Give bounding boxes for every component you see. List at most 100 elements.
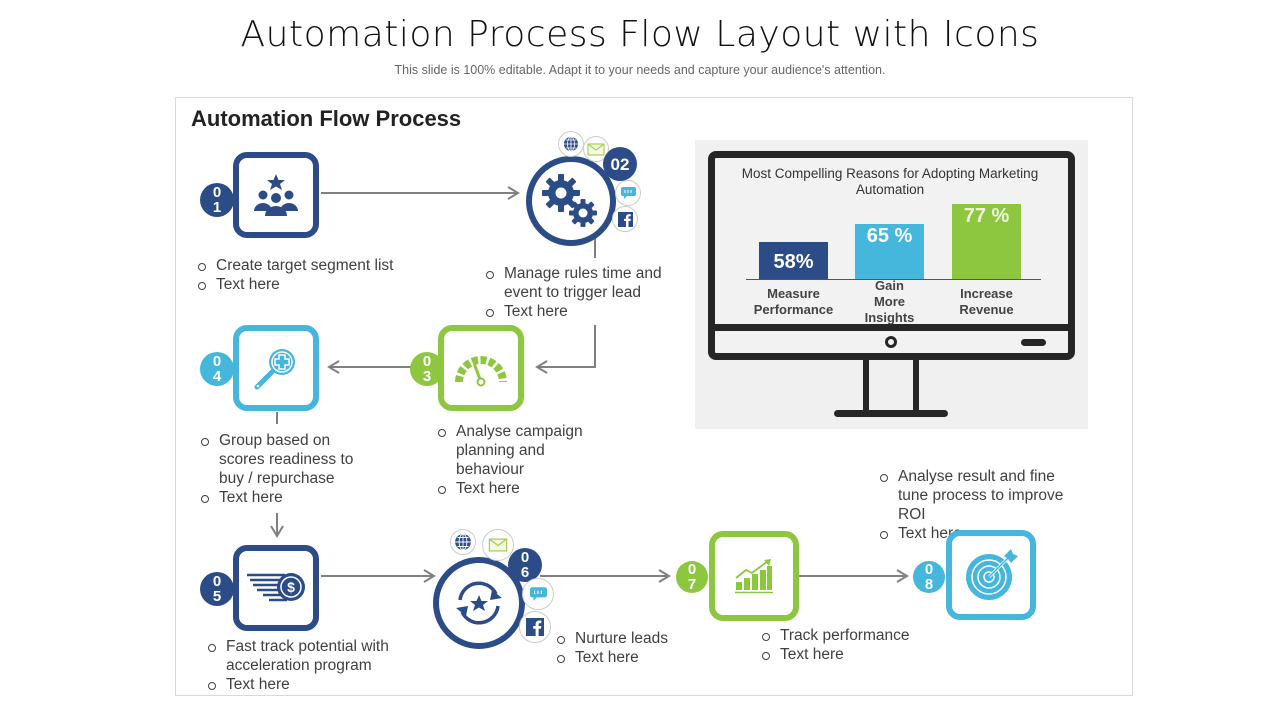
chart-bar: 58% <box>759 242 828 279</box>
globe-channel <box>450 529 476 555</box>
step-description: Fast track potential with acceleration p… <box>208 637 418 694</box>
cycle-star-icon <box>456 581 502 625</box>
step-description: Analyse result and fine tune process to … <box>880 467 1080 543</box>
bullet-item: Analyse campaign planning and behaviour <box>438 422 608 479</box>
connector-2-3-vertical <box>594 238 596 258</box>
step-number-badge: 02 <box>603 147 637 181</box>
step-description: Create target segment list Text here <box>198 256 438 294</box>
slide-subtitle: This slide is 100% editable. Adapt it to… <box>394 63 886 77</box>
fast-money-icon: $ <box>247 573 305 602</box>
chart-category-label: Gain More Insights <box>864 278 915 325</box>
svg-text:$: $ <box>287 579 295 595</box>
monitor-divider <box>708 324 1075 331</box>
connector-6-7 <box>540 575 668 577</box>
step-icon-box <box>709 531 799 621</box>
monitor-stand-base <box>834 410 948 417</box>
magnifier-plus-icon <box>254 349 295 390</box>
step-description: Manage rules time and event to trigger l… <box>486 264 676 321</box>
chart-bar: 77 % <box>952 204 1021 279</box>
bullet-item: Text here <box>438 479 608 498</box>
chart-category-label: Measure Performance <box>753 286 834 317</box>
connector-2-3-horizontal <box>538 366 596 368</box>
team-star-icon <box>254 174 298 216</box>
connector-2-3-vertical-lower <box>594 325 596 367</box>
step-description: Analyse campaign planning and behaviour … <box>438 422 608 498</box>
connector-1-2 <box>321 192 517 194</box>
arrowhead-icon <box>658 569 671 583</box>
bullet-item: Fast track potential with acceleration p… <box>208 637 418 675</box>
mail-icon <box>587 142 605 156</box>
connector-4-5-top <box>276 412 278 424</box>
monitor-stand-left <box>863 360 869 412</box>
step-icon-box <box>233 325 319 411</box>
step-icon-box <box>233 152 319 238</box>
globe-channel <box>558 131 584 157</box>
chart-value-label: 77 % <box>963 205 1010 227</box>
bullet-item: Manage rules time and event to trigger l… <box>486 264 676 302</box>
step-icon-box <box>946 530 1036 620</box>
arrowhead-icon <box>535 360 548 374</box>
arrowhead-icon <box>896 569 909 583</box>
facebook-channel <box>519 611 551 643</box>
connector-5-6 <box>321 575 434 577</box>
mail-icon <box>488 538 508 552</box>
bullet-item: Group based on scores readiness to buy /… <box>201 431 376 488</box>
monitor-indicator <box>1021 339 1046 346</box>
chart-category-label: Increase Revenue <box>959 286 1014 317</box>
arrowhead-icon <box>507 186 520 200</box>
growth-chart-icon <box>735 559 773 594</box>
panel-title: Automation Flow Process <box>191 106 462 131</box>
arrowhead-icon <box>423 569 436 583</box>
monitor-stand-right <box>913 360 919 412</box>
bullet-item: Text here <box>198 275 438 294</box>
target-icon <box>966 549 1018 600</box>
bullet-item: Analyse result and fine tune process to … <box>880 467 1080 524</box>
connector-3-4 <box>330 366 412 368</box>
gears-icon <box>542 174 597 227</box>
step-icon-ring <box>433 557 525 649</box>
bullet-item: Text here <box>762 645 932 664</box>
mail-channel <box>482 529 514 561</box>
facebook-icon <box>617 211 633 227</box>
chart-bar: 65 % <box>855 224 924 279</box>
arrowhead-icon <box>327 360 340 374</box>
bullet-item: Text here <box>557 648 687 667</box>
connector-4-5-bottom <box>276 513 278 536</box>
chat-channel <box>522 578 554 610</box>
chart-value-label: 65 % <box>866 225 913 247</box>
bullet-item: Text here <box>208 675 418 694</box>
chart-title: Most Compelling Reasons for Adopting Mar… <box>741 166 1039 197</box>
bullet-item: Create target segment list <box>198 256 438 275</box>
bullet-item: Text here <box>201 488 376 507</box>
chat-icon <box>620 187 636 199</box>
facebook-icon <box>526 618 544 636</box>
step-icon-box: $ <box>233 545 319 631</box>
bullet-item: Track performance <box>762 626 932 645</box>
step-description: Nurture leads Text here <box>557 629 687 667</box>
step-icon-box <box>438 325 524 411</box>
globe-icon <box>564 136 578 152</box>
step-description: Track performance Text here <box>762 626 932 664</box>
chat-icon <box>529 587 547 601</box>
arrowhead-icon <box>270 525 284 538</box>
facebook-channel <box>612 206 638 232</box>
bullet-item: Nurture leads <box>557 629 687 648</box>
step-icon-ring <box>526 156 616 246</box>
chat-channel <box>615 180 641 206</box>
bullet-item: Text here <box>880 524 1080 543</box>
globe-icon <box>455 533 471 551</box>
monitor-power-button <box>885 336 897 348</box>
chart-baseline <box>746 279 1041 280</box>
connector-7-8 <box>798 575 906 577</box>
slide-title: Automation Process Flow Layout with Icon… <box>240 14 1040 55</box>
bullet-item: Text here <box>486 302 676 321</box>
chart-value-label: 58% <box>773 251 814 273</box>
speedometer-icon <box>455 356 507 387</box>
